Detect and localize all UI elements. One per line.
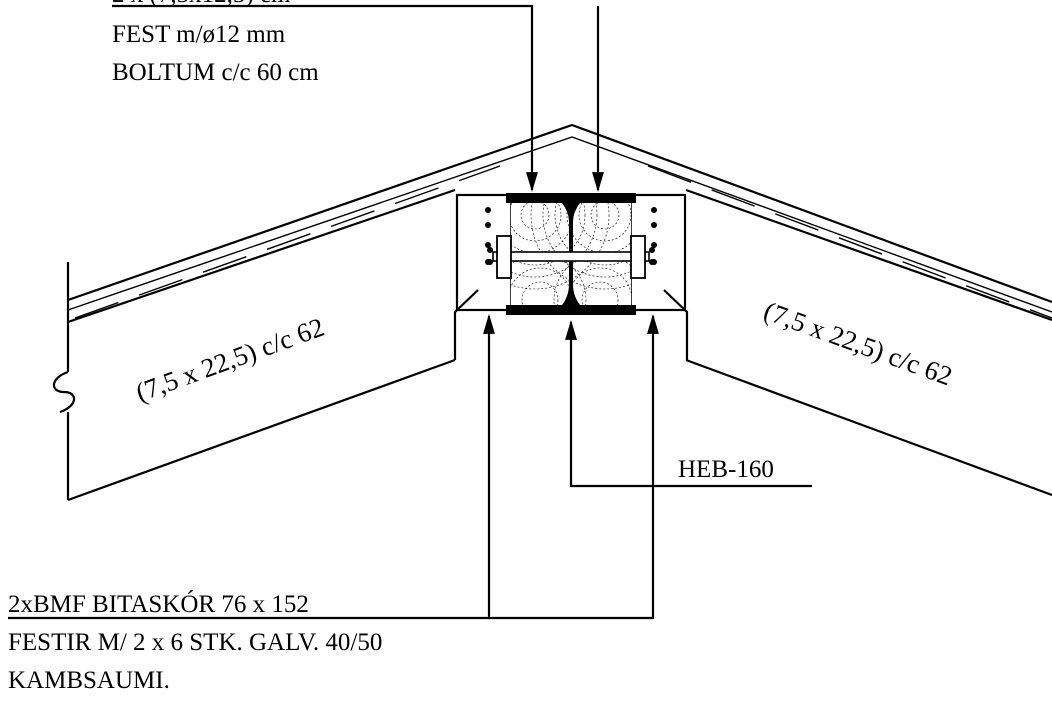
leader-beam <box>565 320 812 488</box>
top-label-line1: 2 x (7,5x12,5) cm <box>112 0 291 8</box>
top-label-line3: BOLTUM c/c 60 cm <box>112 59 319 86</box>
leader-top <box>112 4 604 192</box>
right-rafter <box>685 188 1052 497</box>
bottom-label-line1: 2xBMF BITASKÓR 76 x 152 <box>8 590 309 618</box>
rafter-left-label: (7,5 x 22,5) c/c 62 <box>132 312 328 408</box>
bottom-label-line3: KAMBSAUMI. <box>8 667 170 694</box>
rafter-right-label: (7,5 x 22,5) c/c 62 <box>760 295 956 391</box>
top-label-line2: FEST m/ø12 mm <box>112 21 286 48</box>
roof-lines <box>67 123 1052 319</box>
bottom-label-line2: FESTIR M/ 2 x 6 STK. GALV. 40/50 <box>8 629 382 656</box>
leader-bottom <box>8 314 659 620</box>
left-rafter <box>52 188 456 502</box>
through-bolt <box>487 235 655 279</box>
beam-label: HEB-160 <box>678 456 774 483</box>
